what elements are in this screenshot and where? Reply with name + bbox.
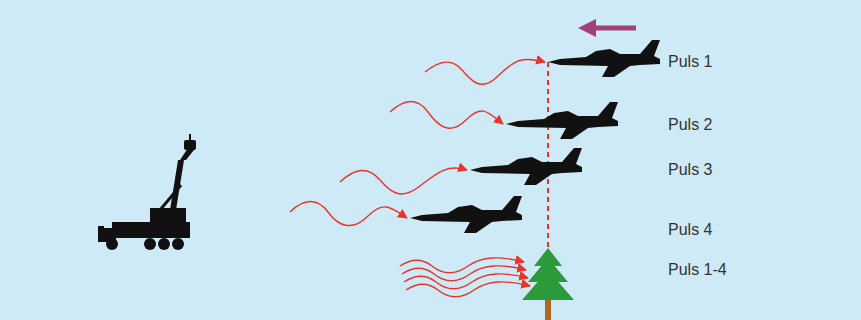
radar-pulses xyxy=(290,59,545,296)
pulse-label: Puls 3 xyxy=(668,160,712,180)
jet-symbol xyxy=(548,40,660,77)
jet-symbol xyxy=(410,196,522,233)
motion-arrow xyxy=(578,19,636,37)
jet-symbol xyxy=(470,148,582,185)
pulse-label: Puls 2 xyxy=(668,115,712,135)
pulse-label: Puls 1 xyxy=(668,52,712,72)
radar-truck xyxy=(98,134,196,250)
tree-symbol xyxy=(522,248,574,320)
pulse-label: Puls 4 xyxy=(668,220,712,240)
pulse-label: Puls 1-4 xyxy=(668,260,727,280)
jet-symbol xyxy=(506,102,618,139)
reference-line xyxy=(547,62,549,252)
